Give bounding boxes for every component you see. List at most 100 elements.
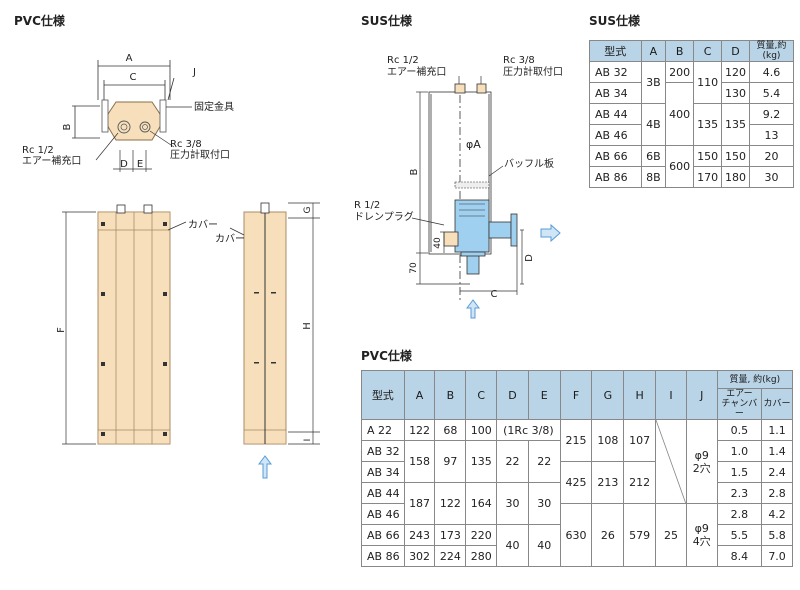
sus-cell-weight: 20: [748, 145, 795, 167]
outflow-arrow-sus: [540, 223, 561, 243]
pvc-cell-H: 107: [623, 419, 657, 462]
pvc-th-air-chamber-l2: チャンバー: [721, 399, 758, 419]
pvc-th-air-chamber: エアー チャンバー: [716, 388, 763, 420]
pvc-cell-w2: 2.4: [761, 461, 793, 483]
inflow-arrow-pvc: [258, 455, 272, 479]
pvc-model-cell: AB 66: [361, 524, 405, 546]
pvc-model-cell: AB 44: [361, 482, 405, 504]
sus-cell-D: 135: [721, 103, 750, 146]
sus-model-cell: AB 86: [589, 166, 642, 188]
sus-table-title: SUS仕様: [589, 14, 641, 28]
label-bracket: 固定金具: [194, 100, 234, 113]
pvc-cell-w2: 1.1: [761, 419, 793, 441]
pvc-cell-C: 100: [465, 419, 498, 441]
dim-J: J: [192, 67, 196, 78]
pvc-cell-A: 122: [403, 419, 436, 441]
sus-drawing-title: SUS仕様: [361, 14, 413, 28]
sus-cell-D: 180: [721, 166, 750, 188]
sus-label-r12: R 1/2: [354, 200, 380, 211]
inflow-arrow-sus: [466, 299, 480, 319]
pvc-cell-D: 22: [496, 440, 529, 483]
pvc-cell-I-diagonal: [656, 420, 687, 504]
dim-C: C: [130, 72, 137, 83]
sus-dim-B: B: [409, 168, 420, 175]
sus-cell-C: 135: [693, 103, 723, 146]
pvc-cell-G: 213: [591, 461, 625, 504]
sus-cell-B: 600: [665, 145, 695, 188]
sus-label-phiA: φA: [466, 138, 481, 151]
pvc-table-title: PVC仕様: [361, 349, 412, 363]
pvc-cell-H: 212: [623, 461, 657, 504]
pvc-cell-A: 243: [403, 524, 436, 546]
pvc-th-air-chamber-l1: エアー: [726, 389, 753, 399]
pvc-cell-H: 579: [623, 503, 657, 567]
sus-dim-40: 40: [433, 237, 443, 249]
pvc-model-cell: AB 46: [361, 503, 405, 525]
dim-G: G: [303, 206, 313, 213]
sus-th-A: A: [640, 40, 667, 62]
dim-F: F: [56, 327, 67, 333]
sus-cell-A: 6B: [640, 145, 667, 167]
sus-label-rc38: Rc 3/8: [503, 55, 535, 66]
pvc-th-E: E: [527, 370, 561, 420]
label-gauge-port: 圧力計取付口: [170, 148, 230, 161]
sus-cell-A: 8B: [640, 166, 667, 188]
sus-dim-D: D: [524, 254, 535, 262]
pvc-cell-w1: 1.5: [716, 461, 763, 483]
sus-label-drain: ドレンプラグ: [354, 210, 414, 223]
label-cover-side: カバー: [215, 233, 245, 245]
sus-cell-B: 200: [665, 61, 695, 83]
pvc-cell-J-top: φ9 2穴: [685, 419, 718, 504]
pvc-model-cell: AB 86: [361, 545, 405, 567]
sus-cell-B: 400: [665, 82, 695, 146]
sus-label-gauge-port: 圧力計取付口: [503, 65, 563, 78]
sus-label-baffle: バッフル板: [504, 157, 554, 170]
sus-cell-D: 130: [721, 82, 750, 104]
sus-model-cell: AB 32: [589, 61, 642, 83]
pvc-cell-DE: (1Rc 3/8): [496, 419, 561, 441]
pvc-cell-C: 135: [465, 440, 498, 483]
pvc-th-G: G: [591, 370, 625, 420]
pvc-cell-C: 280: [465, 545, 498, 567]
pvc-cell-w2: 1.4: [761, 440, 793, 462]
pvc-cell-w2: 5.8: [761, 524, 793, 546]
pvc-cell-w1: 8.4: [716, 545, 763, 567]
pvc-th-I: I: [655, 370, 687, 420]
sus-th-model: 型式: [589, 40, 642, 62]
sus-cell-weight: 13: [748, 124, 795, 146]
pvc-cell-w2: 7.0: [761, 545, 793, 567]
sus-th-B: B: [665, 40, 695, 62]
sus-model-cell: AB 44: [589, 103, 642, 125]
sus-dim-C: C: [491, 289, 498, 300]
dim-H: H: [302, 322, 313, 330]
sus-dim-70: 70: [409, 262, 419, 274]
pvc-model-cell: AB 34: [361, 461, 405, 483]
pvc-cell-E: 22: [527, 440, 561, 483]
sus-label-air-port: エアー補充口: [387, 65, 446, 78]
pvc-cell-J-top-l2: 2穴: [692, 461, 711, 475]
pvc-th-B: B: [434, 370, 467, 420]
pvc-cell-w2: 4.2: [761, 503, 793, 525]
pvc-cell-A: 158: [403, 440, 436, 483]
pvc-th-weight: 質量, 約(kg): [716, 370, 794, 389]
pvc-cell-w1: 1.0: [716, 440, 763, 462]
pvc-cell-B: 224: [434, 545, 467, 567]
pvc-cell-B: 122: [434, 482, 467, 525]
pvc-cell-D: 30: [496, 482, 529, 525]
sus-cell-C: 170: [693, 166, 723, 188]
pvc-spec-table-wrap: 型式 A B C D E F G H I J 質量, 約(kg) エアー チャン…: [361, 370, 794, 572]
pvc-cell-B: 68: [434, 419, 467, 441]
pvc-cell-w2: 2.8: [761, 482, 793, 504]
label-rc12: Rc 1/2: [22, 145, 54, 156]
sus-model-cell: AB 34: [589, 82, 642, 104]
pvc-cell-A: 302: [403, 545, 436, 567]
sus-th-D: D: [721, 40, 750, 62]
pvc-cell-w1: 5.5: [716, 524, 763, 546]
pvc-cell-G: 108: [591, 419, 625, 462]
sus-model-cell: AB 46: [589, 124, 642, 146]
sus-cell-weight: 30: [748, 166, 795, 188]
pvc-model-cell: AB 32: [361, 440, 405, 462]
sus-model-cell: AB 66: [589, 145, 642, 167]
dim-E: E: [137, 159, 143, 170]
sus-label-rc12: Rc 1/2: [387, 55, 419, 66]
